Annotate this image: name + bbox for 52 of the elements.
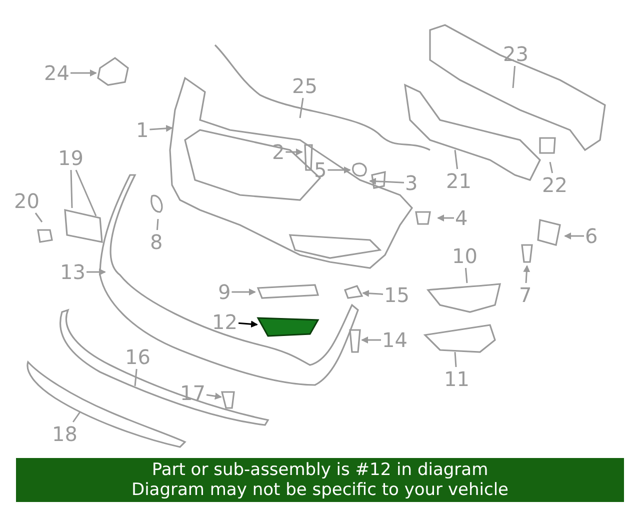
leader-line [70, 170, 73, 208]
callout-number: 22 [542, 174, 568, 196]
leader-line [86, 268, 106, 276]
callout-number: 20 [14, 190, 40, 212]
leader-line [75, 170, 97, 216]
leader-line [232, 288, 256, 296]
callout-number: 11 [444, 368, 470, 390]
notice-banner [16, 458, 624, 502]
leader-line [286, 148, 303, 156]
leader-line [549, 162, 554, 174]
leader-line [134, 368, 138, 386]
callout-number: 12 [212, 311, 238, 333]
leader-line [369, 178, 404, 185]
leader-line [328, 166, 351, 174]
leader-line [72, 412, 81, 422]
notice-text: Part or sub-assembly is #12 in diagram [152, 460, 488, 480]
leader-line [238, 320, 258, 328]
leader-line [361, 336, 381, 344]
leader-line [437, 214, 454, 222]
leader-line [454, 150, 458, 170]
leader-line [454, 352, 457, 368]
leader-line [512, 66, 516, 88]
trim-part-drawing [256, 317, 320, 337]
callout-number: 17 [180, 382, 206, 404]
leader-line [156, 218, 159, 230]
callout-number: 3 [405, 172, 418, 194]
callout-number: 1 [136, 119, 149, 141]
leader-line [564, 232, 584, 240]
callout-number: 9 [218, 281, 231, 303]
callout-number: 25 [292, 75, 318, 97]
callout-number: 19 [58, 147, 84, 169]
callout-number: 21 [446, 170, 472, 192]
callout-number: 4 [455, 207, 468, 229]
leader-line [299, 98, 304, 118]
callout-number: 15 [384, 284, 410, 306]
leader-line [34, 212, 43, 222]
callout-number: 14 [382, 329, 408, 351]
callout-number: 7 [519, 284, 532, 306]
leader-line [362, 290, 384, 297]
callout-number: 24 [44, 62, 70, 84]
leader-line [464, 268, 468, 284]
callout-number: 16 [125, 346, 150, 368]
callout-number: 10 [452, 245, 478, 267]
notice-text: Diagram may not be specific to your vehicle [131, 480, 508, 500]
callout-number: 13 [60, 261, 86, 283]
leader-line [70, 70, 97, 76]
callout-number: 8 [150, 231, 163, 253]
callout-number: 6 [585, 225, 598, 247]
leader-line [206, 392, 222, 400]
leader-line [523, 265, 530, 284]
callout-number: 18 [52, 423, 78, 445]
leader-line [150, 124, 173, 132]
